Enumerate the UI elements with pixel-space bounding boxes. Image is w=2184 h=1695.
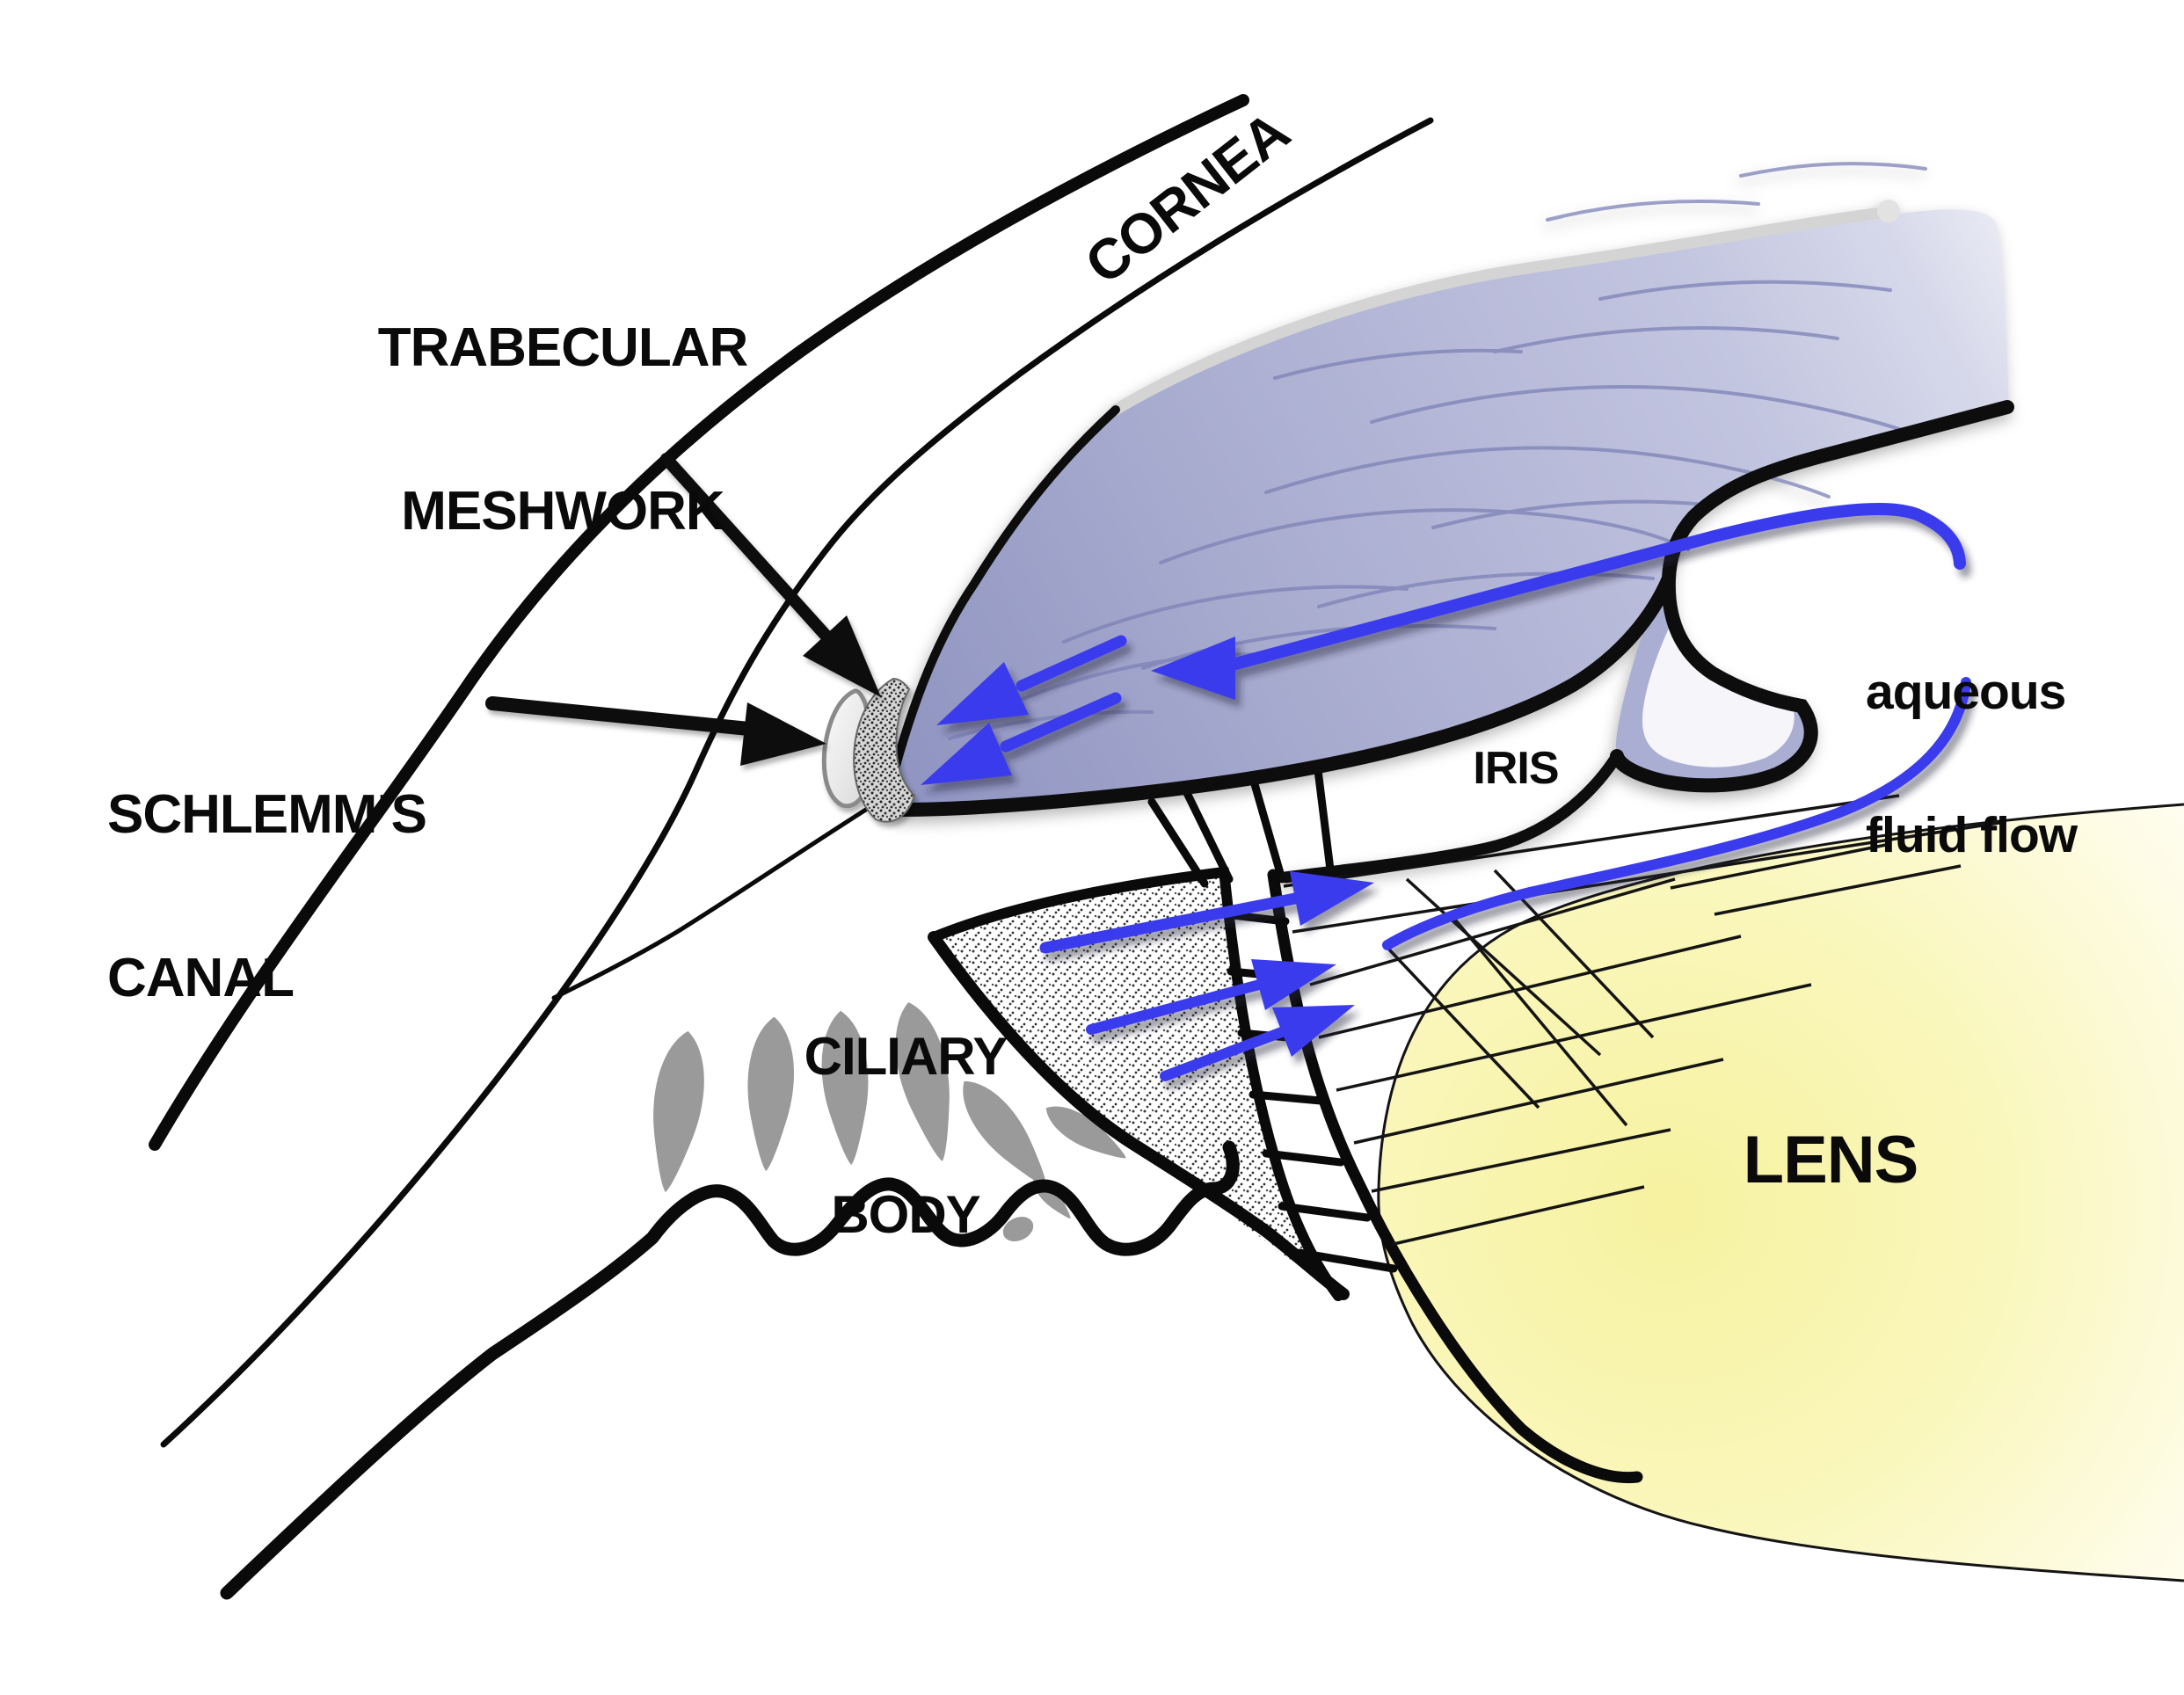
lens-shape <box>1378 804 2184 1581</box>
ciliary-body-label: CILIARY BODY <box>804 925 1008 1294</box>
ciliary-wedge-top-edge <box>928 867 1229 942</box>
lens-label: LENS <box>1743 1123 1919 1197</box>
flow-arrow-to-tm-1-head <box>936 662 1029 725</box>
schlemms-label-line1: SCHLEMM’S <box>107 784 427 845</box>
aqueous-label-line2: fluid flow <box>1866 806 2078 863</box>
schlemms-leader-arrowhead <box>740 702 826 766</box>
iris-label: IRIS <box>1473 743 1559 794</box>
angle-structures <box>821 677 916 823</box>
flow-arrow-to-tm-2-shaft <box>1000 692 1122 753</box>
flow-arrow-to-tm-1-shaft <box>1016 635 1127 692</box>
flow-arrow-ciliary-1-shaft <box>1039 891 1306 954</box>
leader-arrows <box>485 453 881 766</box>
iris-top-rim <box>1110 206 1896 416</box>
flow-pupil-curve <box>1382 677 1971 950</box>
iris-anterior-edge <box>894 400 2014 817</box>
trabecular-meshwork-label: TRABECULAR MESHWORK <box>377 212 749 593</box>
ciliary-muscle-drop <box>641 1028 712 1196</box>
iris-posterior-line <box>1279 750 1623 884</box>
flow-arrow-ciliary-3-shaft <box>1160 1025 1292 1081</box>
trabecular-leader-arrowhead <box>803 615 881 697</box>
ciliary-body-group <box>220 867 1350 1600</box>
iris-streaks <box>948 162 1927 740</box>
aqueous-flow-group <box>921 503 1971 1081</box>
cornea-outer-line <box>149 94 1249 1151</box>
iris-leading-edge <box>886 405 1120 789</box>
aqueous-label-line1: aqueous <box>1866 664 2066 721</box>
schlemms-leader-line <box>485 696 765 737</box>
iris-rim-end-dot <box>1877 200 1900 222</box>
aqueous-fluid-flow-label: aqueous fluid flow <box>1866 573 2078 906</box>
ciliary-muscle-drop <box>743 1015 797 1173</box>
trabecular-label-line1: TRABECULAR <box>377 317 749 378</box>
flow-main-arrow-shaft <box>1223 503 1966 672</box>
iris-group <box>885 162 2014 884</box>
zonule-fibers <box>1283 794 2006 1246</box>
flow-main-arrowhead <box>1151 637 1235 700</box>
schlemms-canal-label: SCHLEMM’S CANAL <box>107 679 427 1060</box>
trabecular-leader-line <box>660 453 843 654</box>
ciliary-scallop-outline <box>220 1140 1240 1600</box>
flow-arrow-to-tm-2-head <box>921 723 1012 785</box>
cornea-inner-line <box>160 117 1434 1448</box>
cornea-sclera-outlines <box>149 94 1434 1448</box>
scleral-spur-line <box>551 793 891 1000</box>
schlemms-label-line2: CANAL <box>107 948 295 1008</box>
trabecular-meshwork-shape <box>853 677 916 823</box>
flow-arrow-ciliary-3-head <box>1272 1005 1355 1057</box>
ciliary-label-line1: CILIARY <box>804 1027 1008 1086</box>
ciliary-muscle-blob <box>1002 1216 1034 1242</box>
ciliary-label-line2: BODY <box>831 1185 980 1244</box>
flow-arrow-ciliary-2-head <box>1251 959 1336 1010</box>
pupil-margin-pocket <box>1642 621 1795 767</box>
pupil-margin-curl-outline <box>1610 571 1818 793</box>
flow-arrow-ciliary-1-head <box>1290 871 1374 926</box>
flow-arrow-ciliary-2-shaft <box>1086 978 1268 1035</box>
trabecular-label-line2: MESHWORK <box>401 481 724 542</box>
ciliary-wedge-bottom-edge <box>928 931 1350 1300</box>
